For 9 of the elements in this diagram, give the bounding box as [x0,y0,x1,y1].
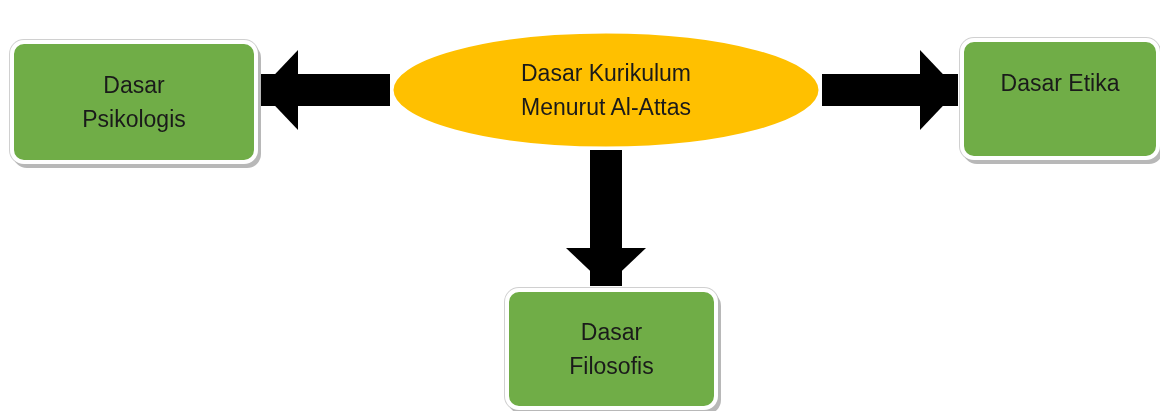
process-box [505,288,718,410]
ellipse-node [390,30,822,150]
block-arrow [822,50,958,130]
node-label: Dasar Etika [999,69,1121,98]
node-label: Dasar Filosofis [568,317,655,381]
block-arrow [566,150,646,286]
node-label: Dasar Kurikulum Menurut Al-Attas [520,58,692,122]
block-arrow [260,50,390,130]
node-label: Dasar Psikologis [81,70,187,134]
